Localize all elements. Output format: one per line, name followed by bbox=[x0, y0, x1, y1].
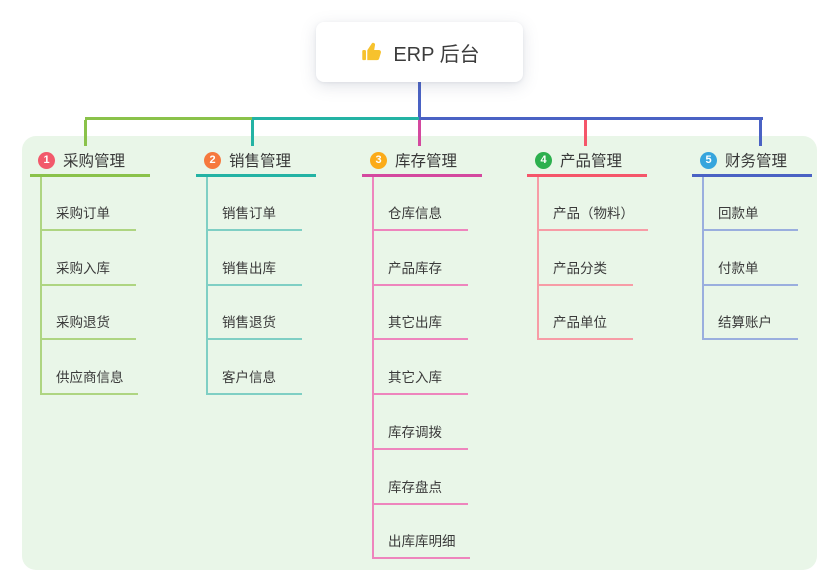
child-node[interactable]: 库存调拨 bbox=[372, 424, 468, 450]
child-node[interactable]: 结算账户 bbox=[702, 314, 798, 341]
branch-node-5[interactable]: 5 财务管理 bbox=[692, 146, 812, 177]
branch-number-badge: 3 bbox=[370, 151, 387, 169]
branch-node-4[interactable]: 4 产品管理 bbox=[527, 146, 647, 177]
branch-label: 财务管理 bbox=[725, 153, 788, 170]
connector-line bbox=[419, 117, 763, 120]
child-node[interactable]: 出库库明细 bbox=[372, 533, 470, 560]
branch-node-2[interactable]: 2 销售管理 bbox=[196, 146, 316, 177]
child-node[interactable]: 销售退货 bbox=[206, 314, 302, 341]
branch-label: 产品管理 bbox=[560, 153, 623, 170]
branches-panel bbox=[22, 136, 817, 570]
branch-node-1[interactable]: 1 采购管理 bbox=[30, 146, 150, 177]
connector-line bbox=[372, 177, 374, 560]
connector-line bbox=[206, 177, 208, 396]
child-node[interactable]: 其它出库 bbox=[372, 314, 468, 341]
child-node[interactable]: 采购退货 bbox=[40, 314, 136, 341]
connector-line bbox=[85, 117, 252, 120]
branch-number-badge: 5 bbox=[700, 151, 717, 169]
connector-line bbox=[417, 82, 421, 120]
branch-label: 采购管理 bbox=[63, 153, 126, 170]
branch-number-badge: 2 bbox=[204, 151, 221, 169]
child-node[interactable]: 产品（物料） bbox=[537, 205, 648, 231]
root-label: ERP 后台 bbox=[393, 43, 480, 66]
connector-line bbox=[537, 177, 539, 341]
connector-line bbox=[83, 120, 87, 146]
child-node[interactable]: 库存盘点 bbox=[372, 479, 468, 505]
connector-line bbox=[40, 177, 42, 396]
child-node[interactable]: 回款单 bbox=[702, 205, 798, 231]
connector-line bbox=[583, 120, 587, 146]
child-node[interactable]: 其它入库 bbox=[372, 369, 468, 396]
connector-line bbox=[702, 177, 704, 341]
child-node[interactable]: 产品单位 bbox=[537, 314, 633, 341]
child-node[interactable]: 产品库存 bbox=[372, 260, 468, 286]
child-node[interactable]: 产品分类 bbox=[537, 260, 633, 286]
connector-line bbox=[250, 120, 254, 146]
connector-line bbox=[252, 117, 419, 120]
connector-line bbox=[758, 120, 762, 146]
thumbs-up-icon bbox=[359, 40, 383, 64]
root-node[interactable]: ERP 后台 bbox=[316, 22, 523, 82]
branch-number-badge: 1 bbox=[38, 151, 55, 169]
child-node[interactable]: 销售出库 bbox=[206, 260, 302, 286]
child-node[interactable]: 销售订单 bbox=[206, 205, 302, 231]
child-node[interactable]: 采购订单 bbox=[40, 205, 136, 231]
child-node[interactable]: 供应商信息 bbox=[40, 369, 138, 396]
branch-node-3[interactable]: 3 库存管理 bbox=[362, 146, 482, 177]
branch-label: 销售管理 bbox=[229, 153, 292, 170]
branch-number-badge: 4 bbox=[535, 151, 552, 169]
child-node[interactable]: 仓库信息 bbox=[372, 205, 468, 231]
child-node[interactable]: 付款单 bbox=[702, 260, 798, 286]
child-node[interactable]: 客户信息 bbox=[206, 369, 302, 396]
branch-label: 库存管理 bbox=[395, 153, 458, 170]
connector-line bbox=[417, 120, 421, 146]
child-node[interactable]: 采购入库 bbox=[40, 260, 136, 286]
